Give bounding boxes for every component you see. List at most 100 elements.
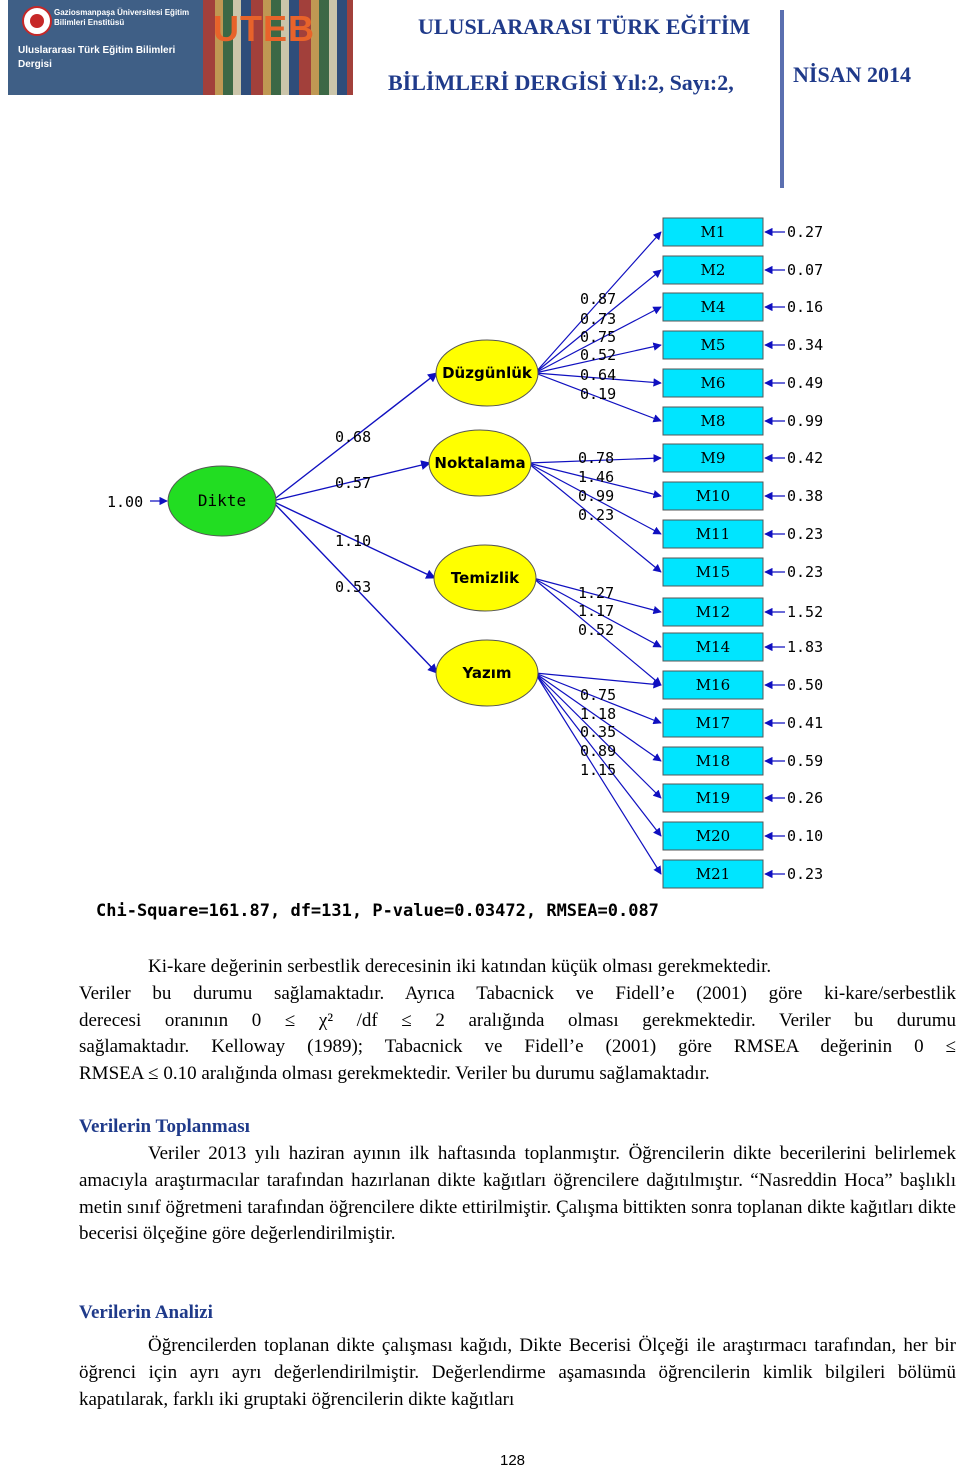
item-box bbox=[662, 481, 764, 511]
factor-item-arrow bbox=[532, 577, 662, 686]
item-box bbox=[662, 783, 764, 813]
factor-loading: 1.10 bbox=[335, 532, 371, 550]
root-factor-arrow bbox=[271, 460, 431, 502]
heading-data-collection: Verilerin Toplanması bbox=[79, 1116, 250, 1137]
item-label: M11 bbox=[696, 525, 730, 543]
root-factor-arrow bbox=[271, 372, 438, 502]
item-error-value: 0.23 bbox=[787, 563, 823, 581]
path-coefficient: 0.78 bbox=[578, 449, 614, 467]
factor-ellipse bbox=[435, 339, 539, 407]
factor-item-arrow bbox=[534, 672, 662, 799]
item-error-value: 0.99 bbox=[787, 412, 823, 430]
p1-line: RMSEA ≤ 0.10 aralığında olması gerekmekt… bbox=[79, 1063, 710, 1085]
path-coefficient: 0.89 bbox=[580, 742, 616, 760]
item-label: M15 bbox=[696, 563, 730, 581]
item-label: M18 bbox=[696, 752, 730, 770]
root-factor-arrow bbox=[271, 500, 438, 674]
item-label: M2 bbox=[701, 261, 726, 279]
item-box bbox=[662, 670, 764, 700]
item-error-value: 0.34 bbox=[787, 336, 823, 354]
path-coefficient: 0.52 bbox=[580, 346, 616, 364]
path-coefficient: 0.64 bbox=[580, 366, 616, 384]
item-error-value: 0.38 bbox=[787, 487, 823, 505]
logo-brand: UTEB bbox=[213, 8, 315, 49]
journal-logo: Gaziosmanpaşa Üniversitesi Eğitim Biliml… bbox=[8, 0, 353, 95]
factor-loading: 0.53 bbox=[335, 578, 371, 596]
issue-date: NİSAN 2014 bbox=[793, 62, 911, 87]
item-box bbox=[662, 597, 764, 627]
logo-line2: Uluslararası Türk Eğitim Bilimleri Dergi… bbox=[18, 45, 176, 70]
path-coefficient: 1.46 bbox=[578, 468, 614, 486]
item-error-value: 0.50 bbox=[787, 676, 823, 694]
root-factor-arrow bbox=[271, 500, 436, 579]
item-box bbox=[662, 443, 764, 473]
item-error-value: 0.41 bbox=[787, 714, 823, 732]
factor-item-arrow bbox=[534, 672, 662, 689]
factor-item-arrow bbox=[534, 306, 662, 374]
item-box bbox=[662, 292, 764, 322]
factor-item-arrow bbox=[534, 269, 662, 374]
root-ellipse bbox=[167, 465, 277, 537]
journal-title-line2: BİLİMLERİ DERGİSİ Yıl:2, Sayı:2, bbox=[388, 70, 734, 95]
path-coefficient: 0.35 bbox=[580, 723, 616, 741]
path-coefficient: 1.17 bbox=[578, 602, 614, 620]
item-error-value: 0.07 bbox=[787, 261, 823, 279]
p1-line: sağlamaktadır. Kelloway (1989); Tabacnic… bbox=[79, 1036, 956, 1058]
path-coefficient: 0.75 bbox=[580, 686, 616, 704]
item-box bbox=[662, 859, 764, 889]
path-coefficient: 0.52 bbox=[578, 621, 614, 639]
item-error-value: 0.59 bbox=[787, 752, 823, 770]
path-coefficient: 0.73 bbox=[580, 310, 616, 328]
header-divider bbox=[780, 10, 784, 188]
item-label: M14 bbox=[696, 638, 730, 656]
item-error-value: 0.49 bbox=[787, 374, 823, 392]
logo-line1: Gaziosmanpaşa Üniversitesi Eğitim Biliml… bbox=[54, 8, 190, 27]
factor-item-arrow bbox=[534, 231, 662, 374]
item-label: M6 bbox=[701, 374, 726, 392]
item-box bbox=[662, 217, 764, 247]
item-box bbox=[662, 821, 764, 851]
item-error-value: 0.16 bbox=[787, 298, 823, 316]
item-label: M16 bbox=[696, 676, 730, 694]
factor-label: Temizlik bbox=[451, 569, 520, 587]
item-box bbox=[662, 519, 764, 549]
logo-books-image bbox=[203, 0, 353, 95]
path-coefficient: 0.23 bbox=[578, 506, 614, 524]
item-error-value: 0.10 bbox=[787, 827, 823, 845]
factor-item-arrow bbox=[534, 372, 662, 423]
factor-item-arrow bbox=[534, 372, 662, 387]
paragraph-data-analysis: Öğrencilerden toplanan dikte çalışması k… bbox=[79, 1335, 956, 1410]
item-box bbox=[662, 708, 764, 738]
path-coefficient: 0.99 bbox=[578, 487, 614, 505]
item-box bbox=[662, 557, 764, 587]
paragraph-data-collection: Veriler 2013 yılı haziran ayının ilk haf… bbox=[79, 1143, 956, 1245]
root-variance: 1.00 bbox=[107, 493, 143, 511]
factor-item-arrow bbox=[527, 462, 662, 573]
item-label: M20 bbox=[696, 827, 730, 845]
item-error-value: 0.23 bbox=[787, 525, 823, 543]
university-seal-icon bbox=[22, 6, 52, 36]
item-box bbox=[662, 746, 764, 776]
factor-ellipse bbox=[428, 429, 532, 497]
path-coefficient: 1.18 bbox=[580, 705, 616, 723]
factor-ellipse bbox=[435, 639, 539, 707]
item-box bbox=[662, 406, 764, 436]
item-label: M10 bbox=[696, 487, 730, 505]
item-box bbox=[662, 255, 764, 285]
factor-item-arrow bbox=[532, 577, 662, 615]
factor-label: Yazım bbox=[461, 664, 511, 682]
path-coefficient: 0.87 bbox=[580, 290, 616, 308]
heading-data-analysis: Verilerin Analizi bbox=[79, 1302, 213, 1323]
paragraph-fit-indices: Ki-kare değerinin serbestlik derecesinin… bbox=[79, 954, 956, 1088]
root-label: Dikte bbox=[198, 491, 246, 510]
fit-statistics: Chi-Square=161.87, df=131, P-value=0.034… bbox=[96, 901, 659, 921]
factor-item-arrow bbox=[534, 672, 662, 762]
path-coefficient: 1.15 bbox=[580, 761, 616, 779]
item-label: M5 bbox=[701, 336, 726, 354]
item-error-value: 0.23 bbox=[787, 865, 823, 883]
path-coefficient: 1.27 bbox=[578, 584, 614, 602]
factor-label: Noktalama bbox=[434, 454, 525, 472]
item-label: M1 bbox=[701, 223, 726, 241]
factor-item-arrow bbox=[527, 462, 662, 499]
